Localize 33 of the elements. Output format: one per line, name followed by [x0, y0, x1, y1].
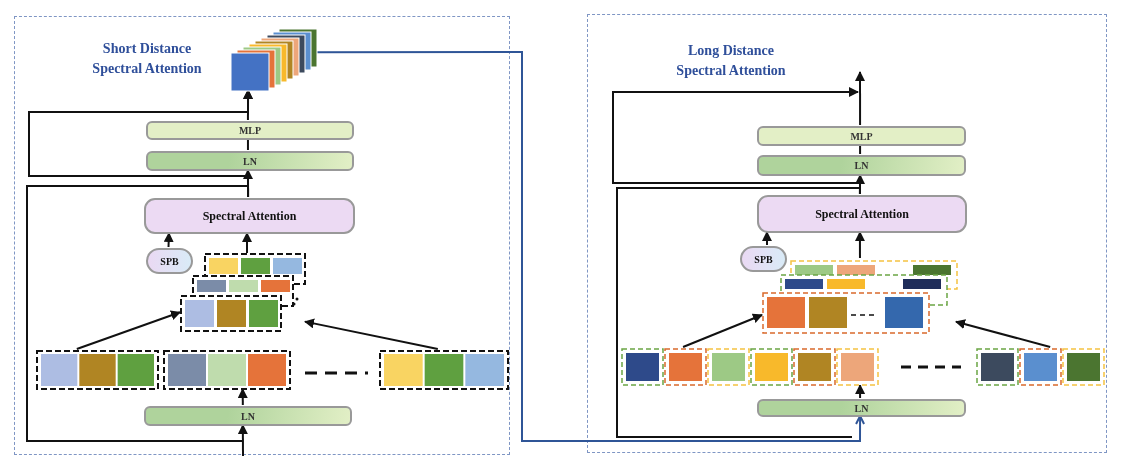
layer-box: MLP: [146, 121, 354, 140]
arrow: [28, 89, 254, 198]
layer-box: LN: [144, 406, 352, 426]
arrow: [304, 318, 439, 350]
layer-box: LN: [757, 155, 966, 176]
arrow: [612, 87, 861, 195]
arrow: [616, 174, 866, 438]
arrow: [237, 424, 248, 457]
panel-title: Short Distance Spectral Attention: [91, 40, 203, 78]
arrow: [237, 388, 248, 406]
module-panel: [587, 14, 1107, 453]
arrow: [26, 169, 253, 442]
layer-box: LN: [757, 399, 966, 417]
attention-box: Spectral Attention: [757, 195, 967, 233]
panel-title: Long Distance Spectral Attention: [675, 42, 787, 80]
spb-pill: SPB: [146, 248, 193, 274]
arrow: [855, 384, 866, 399]
arrow: [762, 231, 772, 246]
layer-box: MLP: [757, 126, 966, 146]
arrow: [682, 313, 763, 348]
arrow: [854, 231, 865, 259]
spb-pill: SPB: [740, 246, 787, 272]
arrow: [242, 232, 252, 254]
connector-line: [246, 138, 249, 151]
module-panel: [14, 16, 510, 455]
connector-line: [859, 144, 862, 155]
arrow: [955, 319, 1052, 348]
attention-box: Spectral Attention: [144, 198, 355, 234]
arrow: [315, 51, 866, 442]
arrow: [75, 310, 181, 350]
layer-box: LN: [146, 151, 354, 171]
arrow: [855, 71, 865, 126]
arrow: [163, 232, 174, 248]
